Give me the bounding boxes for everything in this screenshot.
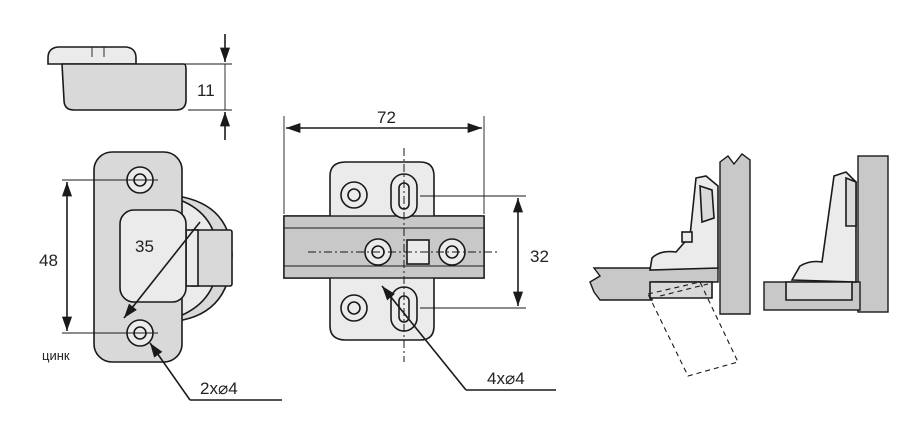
plate-holes-label: 2x⌀4 <box>200 379 238 398</box>
hinge-height-label: 32 <box>530 247 549 266</box>
plate-length-label: 48 <box>39 251 58 270</box>
hinge-holes-label: 4x⌀4 <box>487 369 525 388</box>
hinge-hole-bottom-left <box>340 294 368 322</box>
hole-distance-label: 35 <box>135 237 154 256</box>
installed-open-view <box>589 153 751 377</box>
material-label: цинк <box>42 348 70 363</box>
hinge-hole-top-left <box>340 181 368 209</box>
plate-front-view: 48 35 2x⌀4 цинк <box>39 151 282 401</box>
plate-side-view: 11 <box>47 34 232 140</box>
hinge-width-label: 72 <box>377 108 396 127</box>
hinge-plate-view: 72 32 4x⌀4 <box>283 108 556 391</box>
plate-height-label: 11 <box>197 81 215 100</box>
installed-closed-view <box>763 155 889 313</box>
